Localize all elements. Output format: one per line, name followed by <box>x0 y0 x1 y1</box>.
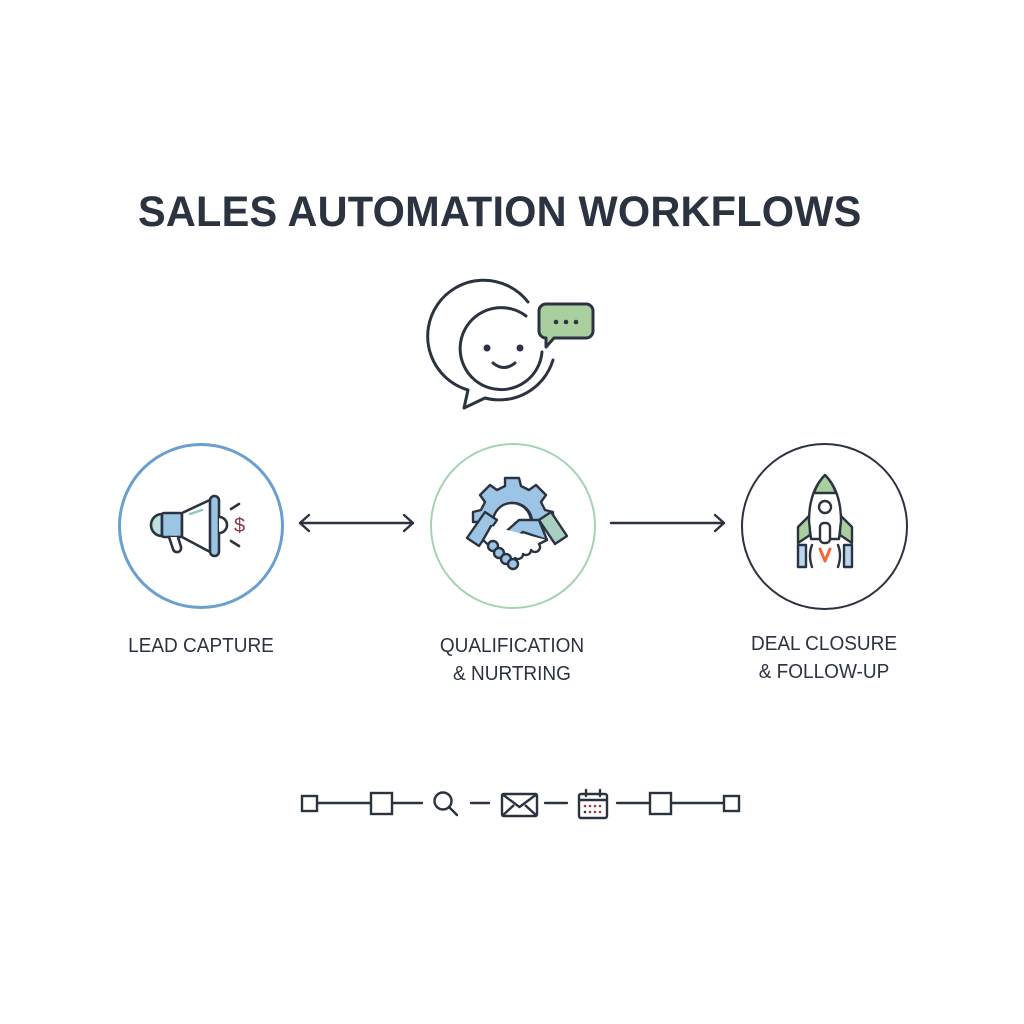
speech-bubble-icon <box>537 302 595 349</box>
smile-mouth <box>491 361 517 369</box>
stage-label-deal-closure: DEAL CLOSURE & FOLLOW-UP <box>750 633 898 683</box>
right-eye <box>516 344 524 352</box>
timeline-node-square <box>648 791 673 816</box>
stage-label-lead-capture: LEAD CAPTURE <box>128 635 274 657</box>
rocket-icon <box>796 473 854 569</box>
dollar-sign: $ <box>234 515 245 537</box>
page-title: SALES AUTOMATION WORKFLOWS <box>138 188 862 236</box>
handshake-gear-icon <box>465 476 569 571</box>
workflow-timeline <box>300 788 741 820</box>
stage-deal-closure[interactable] <box>741 443 908 610</box>
calendar-icon <box>577 788 609 820</box>
chat-smiley-icon <box>426 278 595 410</box>
bidirectional-arrow-connector <box>298 513 415 533</box>
mail-icon <box>500 792 539 818</box>
flame <box>818 547 832 563</box>
timeline-node-square <box>369 791 394 816</box>
timeline-node-square <box>300 794 319 813</box>
right-arrow-connector <box>609 513 726 533</box>
inner-face-outline <box>458 306 544 392</box>
stage-label-qualification: QUALIFICATION & NURTRING <box>439 635 585 685</box>
megaphone-icon: $ <box>149 494 245 558</box>
search-icon <box>433 791 459 817</box>
timeline-node-square <box>722 794 741 813</box>
left-eye <box>483 344 491 352</box>
outer-bubble-outline <box>426 278 555 410</box>
